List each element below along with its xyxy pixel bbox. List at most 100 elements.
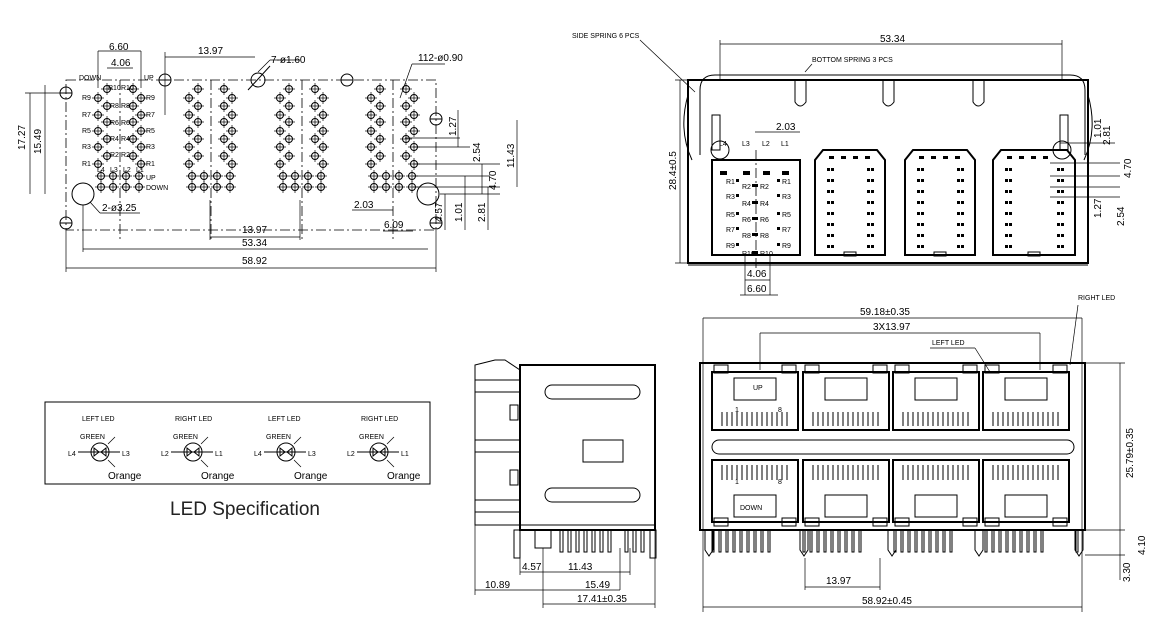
contact	[917, 168, 920, 171]
contact	[917, 190, 920, 193]
pin	[599, 529, 604, 553]
pin	[559, 529, 564, 553]
label-112-holes: 112-ø0.90	[418, 53, 463, 64]
pin	[739, 529, 743, 553]
pin-contact	[736, 243, 739, 246]
led-contact	[955, 156, 960, 159]
contact	[871, 168, 874, 171]
port-tab	[914, 377, 958, 401]
dim-13-97-top: 13.97	[198, 46, 223, 57]
dim-2-54: 2.54	[472, 142, 483, 162]
led-contact	[841, 156, 846, 159]
contact	[921, 190, 924, 193]
side-pins	[513, 529, 657, 559]
contact	[871, 212, 874, 215]
contact	[867, 179, 870, 182]
contact	[921, 234, 924, 237]
port-tab	[914, 494, 958, 518]
pin-label: R6	[110, 120, 119, 127]
dim-4-57: 4.57	[434, 202, 445, 222]
pin-label: R4	[121, 136, 130, 143]
port-tab	[1004, 377, 1048, 401]
pin	[746, 529, 750, 553]
pin	[858, 529, 862, 553]
dim-58-92: 58.92	[242, 256, 267, 267]
led-left-pin: L4	[68, 451, 76, 458]
contact	[827, 201, 830, 204]
led-left-pin: L2	[161, 451, 169, 458]
pin-label: R2	[742, 184, 751, 191]
contact	[961, 212, 964, 215]
label-up: UP	[144, 75, 154, 82]
led-window	[713, 364, 729, 374]
contact	[1061, 223, 1064, 226]
pin	[725, 529, 729, 553]
dim-4-57: 4.57	[522, 562, 542, 573]
pin-label: R6	[121, 120, 130, 127]
port-lower	[802, 459, 890, 523]
contact	[1005, 234, 1008, 237]
pin	[1040, 529, 1044, 553]
light-ray-icon	[386, 459, 395, 468]
contact	[921, 212, 924, 215]
pin	[837, 529, 841, 553]
pin	[900, 529, 904, 553]
contact	[957, 223, 960, 226]
contact	[831, 234, 834, 237]
led-contact	[1007, 156, 1012, 159]
led-contact	[919, 156, 924, 159]
contact	[827, 234, 830, 237]
contact	[921, 179, 924, 182]
led-window	[962, 364, 978, 374]
pin-label: R8	[760, 233, 769, 240]
dim-11-43: 11.43	[568, 562, 593, 573]
pin-contact	[755, 201, 758, 204]
port-grid	[711, 364, 1070, 527]
pin-contact	[752, 201, 755, 204]
pin	[823, 529, 827, 553]
pin-label: R4	[110, 136, 119, 143]
contact	[867, 245, 870, 248]
dim-1-01: 1.01	[454, 202, 465, 222]
label-down-led: DOWN	[146, 185, 168, 192]
dim-15-49: 15.49	[585, 580, 610, 591]
contact	[1061, 201, 1064, 204]
led-window	[804, 517, 820, 527]
led-pin-label: L4	[97, 167, 105, 174]
pin-label: R7	[782, 227, 791, 234]
dim-2-03: 2.03	[354, 200, 374, 211]
contact	[827, 190, 830, 193]
pin-label: R5	[782, 212, 791, 219]
led-pin-label: L2	[123, 167, 131, 174]
port-lower	[892, 459, 980, 523]
led-contact	[865, 156, 870, 159]
dim-59-18: 59.18±0.35	[860, 307, 910, 318]
dim-4-70: 4.70	[1123, 158, 1134, 178]
contact	[1057, 245, 1060, 248]
port-tab	[733, 494, 777, 518]
pin	[851, 529, 855, 553]
diode-icon	[93, 446, 107, 458]
post	[704, 530, 714, 557]
led-right-pin: L3	[122, 451, 130, 458]
dim-11-43: 11.43	[506, 143, 517, 168]
pin-contact	[752, 251, 755, 254]
contact	[961, 201, 964, 204]
side-view: 4.57 11.43 10.89 15.49 17.41±0.35	[474, 359, 657, 608]
pin	[942, 529, 946, 553]
led-contact	[743, 171, 750, 175]
center-bar	[711, 439, 1075, 455]
pin-label: R3	[782, 194, 791, 201]
contact	[957, 168, 960, 171]
contact	[1057, 234, 1060, 237]
pin	[949, 529, 953, 553]
led-color-green: GREEN	[359, 434, 384, 441]
led-right-pin: L1	[401, 451, 409, 458]
dim-28-4: 28.4±0.5	[668, 151, 679, 190]
contact	[921, 223, 924, 226]
pin	[607, 529, 612, 553]
